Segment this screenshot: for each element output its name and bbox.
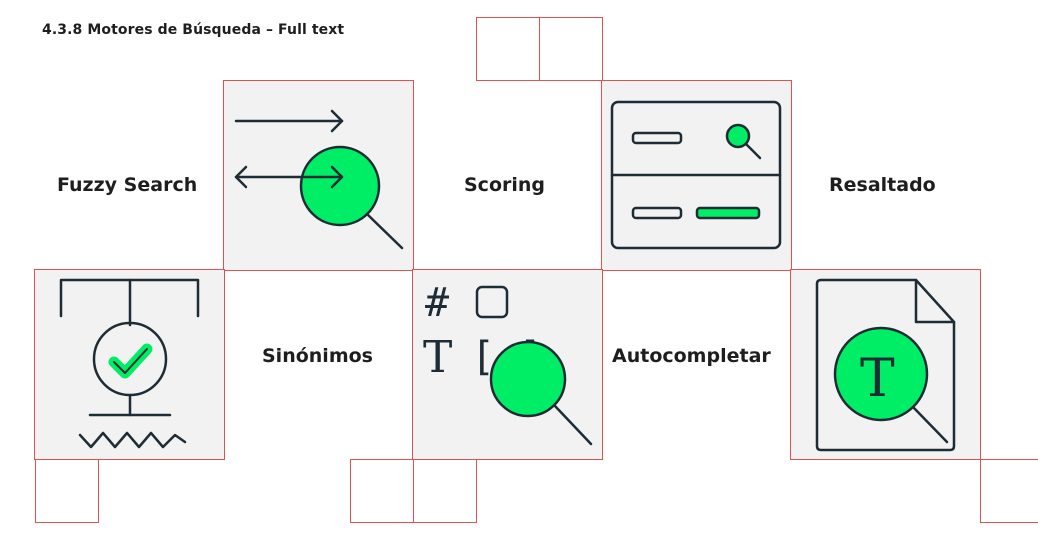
grid-box [539,17,603,81]
label-autocompletar: Autocompletar [612,345,771,367]
section-heading: 4.3.8 Motores de Búsqueda – Full text [42,22,345,38]
grid-box [350,459,414,523]
balance-check-icon [59,278,200,449]
grid-box [476,17,540,81]
scoring-tile [601,80,792,271]
arrows-magnifier-icon [234,109,404,250]
grid-box [35,459,99,523]
synonyms-tile [34,269,225,460]
label-resaltado: Resaltado [829,174,936,196]
document-magnifier-icon: T [815,278,956,452]
autocomplete-tile: # T [ ] [412,269,603,460]
label-fuzzy-search: Fuzzy Search [57,174,198,196]
search-results-panel-icon [610,100,782,250]
grid-box [413,459,477,523]
highlight-tile: T [790,269,981,460]
letter-t-glyph: T [423,332,452,383]
label-scoring: Scoring [464,174,546,196]
symbols-magnifier-icon: # T [ ] [423,280,593,446]
fuzzy-search-tile [223,80,414,271]
hash-glyph: # [425,280,449,326]
label-sinonimos: Sinónimos [262,345,373,367]
letter-t-glyph: T [860,349,895,409]
grid-box [980,459,1038,523]
